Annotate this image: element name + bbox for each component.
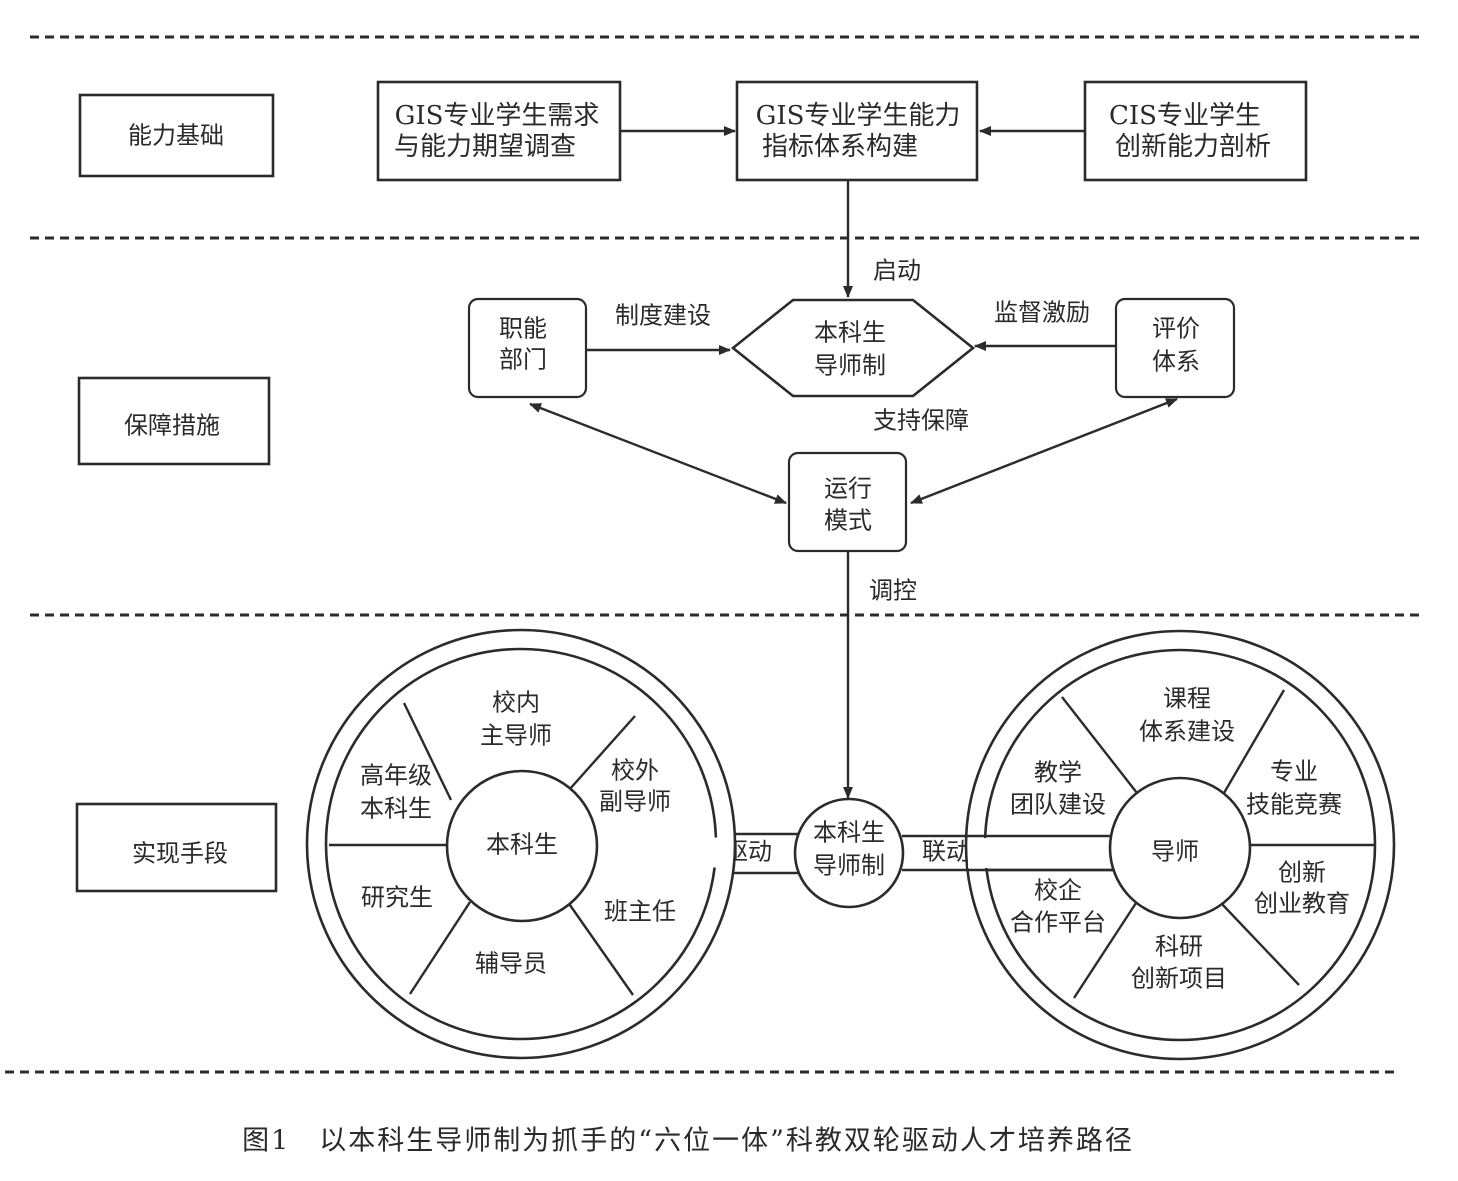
left-segment-2-line-1: 班主任 (604, 898, 676, 926)
operation-mode-line-1: 运行 (824, 475, 872, 503)
link-label: 联动 (922, 838, 970, 866)
right-wheel-hub (1108, 776, 1252, 920)
right-segment-3-line-1: 科研 (1155, 933, 1203, 961)
center-tutor-circle: 本科生 导师制 (793, 797, 905, 909)
operation-mode-box: 运行 模式 (787, 451, 908, 553)
section-foundation-label: 能力基础 (128, 122, 224, 150)
right-segment-0-line-1: 课程 (1163, 685, 1211, 713)
support-label: 支持保障 (873, 407, 969, 435)
right-spoke (1220, 902, 1300, 986)
section-foundation: 能力基础 (78, 93, 275, 178)
right-segment-4-line-1: 校企 (1034, 877, 1082, 905)
functional-dept-box: 职能 部门 (467, 297, 588, 399)
left-spoke (568, 715, 636, 791)
left-wheel: 本科生 校内 主导师 校外 副导师 班主任 辅导员 研究生 高年级 本科生 (305, 628, 737, 1060)
left-segment-5-line-2: 本科生 (360, 795, 432, 823)
left-segment-3-line-1: 辅导员 (475, 950, 547, 978)
innovation-line-1: CIS专业学生 (1109, 101, 1261, 131)
section-safeguard-label: 保障措施 (124, 412, 220, 440)
innovation-line-2: 创新能力剖析 (1115, 132, 1271, 162)
operation-mode-line-2: 模式 (824, 507, 872, 535)
left-segment-4-line-1: 研究生 (361, 884, 433, 912)
evaluation-operation-double-arrow (910, 397, 1178, 505)
right-segment-5-line-2: 团队建设 (1010, 791, 1106, 819)
left-segment-0-line-2: 主导师 (480, 722, 552, 750)
start-label: 启动 (873, 257, 921, 285)
left-wheel-hub (445, 769, 599, 923)
indicator-line-1: GIS专业学生能力 (756, 101, 961, 131)
left-spoke (564, 897, 634, 996)
right-segment-3-line-2: 创新项目 (1131, 965, 1227, 993)
right-segment-2-line-2: 创业教育 (1254, 890, 1350, 918)
tutor-system-line-2: 导师制 (814, 352, 886, 380)
left-spoke (408, 901, 472, 995)
left-segment-1-line-2: 副导师 (599, 788, 671, 816)
survey-line-1: GIS专业学生需求 (395, 101, 600, 131)
left-hub-label: 本科生 (486, 831, 558, 859)
tutor-system-line-1: 本科生 (814, 319, 886, 347)
right-segment-2-line-1: 创新 (1278, 859, 1326, 887)
right-segment-5-line-1: 教学 (1034, 759, 1082, 787)
survey-line-2: 与能力期望调查 (394, 132, 576, 162)
innovation-box: CIS专业学生 创新能力剖析 (1083, 80, 1308, 182)
section-safeguard: 保障措施 (77, 376, 271, 466)
section-means-label: 实现手段 (132, 840, 228, 868)
evaluation-line-2: 体系 (1152, 348, 1200, 376)
left-segment-1-line-1: 校外 (611, 757, 659, 785)
tutor-system-hexagon: 本科生 导师制 (730, 298, 976, 398)
functional-dept-line-2: 部门 (499, 346, 547, 374)
right-spoke (1061, 696, 1138, 794)
indicator-box: GIS专业学生能力 指标体系构建 (735, 80, 979, 182)
right-segment-0-line-2: 体系建设 (1139, 718, 1235, 746)
center-line-2: 导师制 (813, 852, 885, 880)
institution-label: 制度建设 (615, 302, 711, 330)
right-segment-4-line-2: 合作平台 (1010, 909, 1106, 937)
right-hub-label: 导师 (1151, 838, 1199, 866)
evaluation-line-1: 评价 (1152, 315, 1200, 343)
evaluation-box: 评价 体系 (1114, 297, 1236, 399)
center-line-1: 本科生 (813, 819, 885, 847)
right-wheel: 导师 课程 体系建设 专业 技能竞赛 创新 创业教育 科研 创新项目 校企 合作… (964, 629, 1396, 1061)
left-segment-5-line-1: 高年级 (360, 762, 432, 790)
section-means: 实现手段 (75, 802, 278, 893)
left-spoke (402, 702, 453, 801)
dept-operation-double-arrow (529, 402, 787, 505)
right-spoke (1072, 902, 1138, 999)
figure-caption: 图1 以本科生导师制为抓手的“六位一体”科教双轮驱动人才培养路径 (242, 1126, 1134, 1157)
right-spoke (1222, 689, 1286, 794)
regulate-label: 调控 (869, 577, 917, 605)
right-segment-1-line-2: 技能竞赛 (1246, 791, 1342, 819)
survey-box: GIS专业学生需求 与能力期望调查 (376, 80, 622, 182)
indicator-line-2: 指标体系构建 (762, 132, 918, 162)
right-segment-1-line-1: 专业 (1270, 758, 1318, 786)
functional-dept-line-1: 职能 (499, 315, 547, 343)
supervise-label: 监督激励 (994, 299, 1090, 327)
left-segment-0-line-1: 校内 (492, 689, 540, 717)
